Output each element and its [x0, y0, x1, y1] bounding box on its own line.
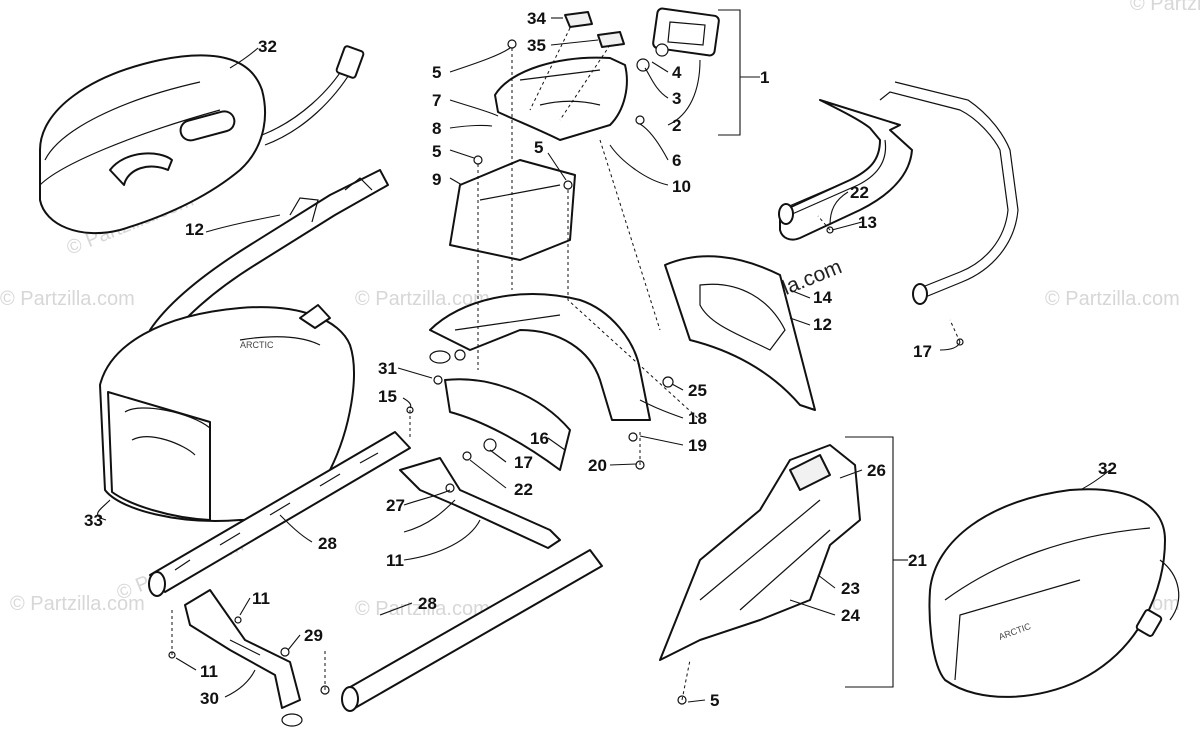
- callout-12: 13: [858, 213, 877, 232]
- callout-28: 28: [418, 594, 437, 613]
- callout-10: 22: [850, 183, 869, 202]
- callout-5: 5: [534, 138, 543, 157]
- tail-light: [636, 7, 720, 72]
- callout-31: 25: [688, 381, 707, 400]
- callout-33: 33: [84, 511, 103, 530]
- side-panel-upper: [664, 255, 816, 411]
- callout-20: 22: [514, 480, 533, 499]
- watermark: © Partzilla.com: [1045, 288, 1180, 310]
- hardware: [168, 27, 964, 727]
- leader-lines: [97, 17, 1111, 703]
- callout-11: 11: [200, 662, 218, 681]
- callout-35: 35: [527, 36, 546, 55]
- callout-26: 27: [386, 496, 405, 515]
- callout-12: 17: [913, 342, 932, 361]
- callout-2: 2: [672, 116, 681, 135]
- callout-28: 28: [318, 534, 337, 553]
- callout-22: 12: [185, 220, 204, 239]
- callout-32: 32: [1098, 459, 1117, 478]
- watermark: © Partzilla.com: [355, 288, 490, 310]
- callout-22: 26: [867, 461, 886, 480]
- watermark: © Partzilla.com: [1130, 0, 1200, 15]
- callout-labels: 32 34 35 1 5 4 3 7 8 2 5 5 9 6 10 22 12 …: [84, 9, 1117, 710]
- callout-15: 18: [688, 409, 707, 428]
- callout-8: 8: [432, 119, 441, 138]
- callout-1: 1: [760, 68, 769, 87]
- callout-3: 3: [672, 89, 681, 108]
- watermark: © Partzilla.com: [10, 593, 145, 615]
- callout-5: 5: [432, 142, 441, 161]
- callout-30: 30: [200, 689, 219, 708]
- callout-14: 12: [813, 315, 832, 334]
- callout-23: 23: [841, 579, 860, 598]
- inner-fender: [429, 293, 651, 421]
- saddlebag-large: ARCTIC: [99, 304, 355, 522]
- callout-17: 31: [378, 359, 397, 378]
- decals: [564, 11, 625, 48]
- callout-9: 9: [432, 170, 441, 189]
- callout-16: 19: [688, 436, 707, 455]
- callout-32: 32: [258, 37, 277, 56]
- callout-29: 29: [304, 626, 323, 645]
- callout-11: 11: [386, 551, 404, 570]
- callout-5: 5: [432, 63, 441, 82]
- watermark: © Partzilla.com: [355, 598, 490, 620]
- callout-11: 11: [252, 589, 270, 608]
- saddlebag-bottom-right: ARCTIC: [928, 488, 1180, 698]
- callout-6: 10: [672, 177, 691, 196]
- callout-24: 24: [841, 606, 860, 625]
- support-bracket: [399, 457, 561, 549]
- saddlebag-top-left: [39, 45, 365, 235]
- callout-25: 15: [378, 387, 397, 406]
- callout-34: 34: [527, 9, 546, 28]
- callout-7: 7: [432, 91, 441, 110]
- callout-5: 5: [710, 691, 719, 710]
- tube-bars: [148, 431, 603, 712]
- grab-bar: [778, 81, 1019, 305]
- svg-text:ARCTIC: ARCTIC: [240, 340, 274, 350]
- callout-19: 17: [514, 453, 533, 472]
- side-panel-lower: [659, 444, 861, 661]
- callout-18: 16: [530, 429, 549, 448]
- callout-17: 20: [588, 456, 607, 475]
- callout-21: 21: [908, 551, 927, 570]
- top-fender: [494, 56, 628, 141]
- group-brackets: [718, 9, 908, 688]
- lower-bracket: [184, 589, 301, 709]
- callout-13: 14: [813, 288, 832, 307]
- watermark: © Partzilla.com: [0, 288, 135, 310]
- callout-5: 6: [672, 151, 681, 170]
- callout-4: 4: [672, 63, 682, 82]
